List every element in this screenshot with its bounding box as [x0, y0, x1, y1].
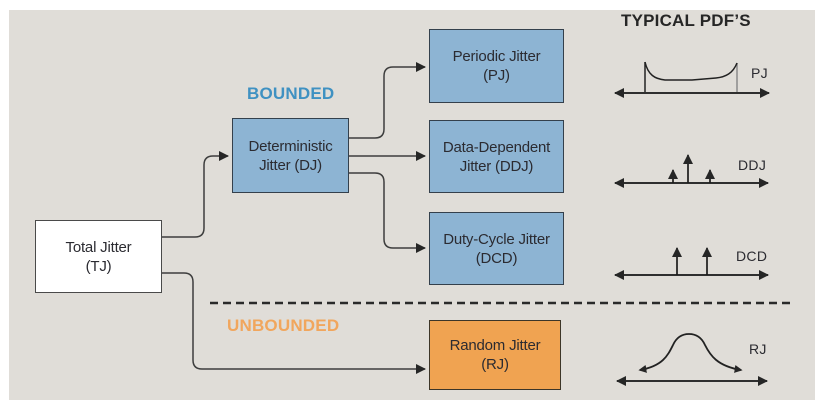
ddj-pdf-label: DDJ — [738, 157, 767, 173]
node-deterministic-jitter-line1: Deterministic — [248, 137, 333, 155]
rj-pdf-label: RJ — [749, 341, 767, 357]
node-data-dependent-jitter: Data-Dependent Jitter (DDJ) — [429, 120, 564, 193]
pj-pdf-label: PJ — [751, 65, 768, 81]
node-periodic-jitter: Periodic Jitter (PJ) — [429, 29, 564, 103]
node-duty-cycle-jitter-line1: Duty-Cycle Jitter — [443, 230, 550, 248]
diagram-panel — [9, 10, 815, 400]
node-deterministic-jitter-line2: Jitter (DJ) — [259, 156, 322, 174]
dcd-pdf-label: DCD — [736, 248, 768, 264]
bounded-label: BOUNDED — [247, 84, 335, 103]
node-duty-cycle-jitter-line2: (DCD) — [475, 249, 518, 267]
node-duty-cycle-jitter: Duty-Cycle Jitter (DCD) — [429, 212, 564, 285]
typical-pdfs-title: TYPICAL PDF’S — [621, 11, 751, 30]
node-random-jitter-line1: Random Jitter — [449, 337, 541, 354]
node-total-jitter: Total Jitter (TJ) — [35, 220, 162, 293]
node-data-dependent-jitter-line2: Jitter (DDJ) — [459, 157, 534, 175]
unbounded-label: UNBOUNDED — [227, 316, 340, 335]
node-total-jitter-line1: Total Jitter — [65, 238, 132, 256]
node-total-jitter-line2: (TJ) — [85, 257, 112, 275]
node-periodic-jitter-line2: (PJ) — [483, 67, 510, 84]
node-random-jitter-line2: (RJ) — [481, 356, 509, 373]
node-random-jitter: Random Jitter (RJ) — [429, 320, 561, 390]
node-periodic-jitter-line1: Periodic Jitter — [452, 48, 541, 65]
node-deterministic-jitter: Deterministic Jitter (DJ) — [232, 118, 349, 193]
node-data-dependent-jitter-line1: Data-Dependent — [442, 138, 551, 156]
